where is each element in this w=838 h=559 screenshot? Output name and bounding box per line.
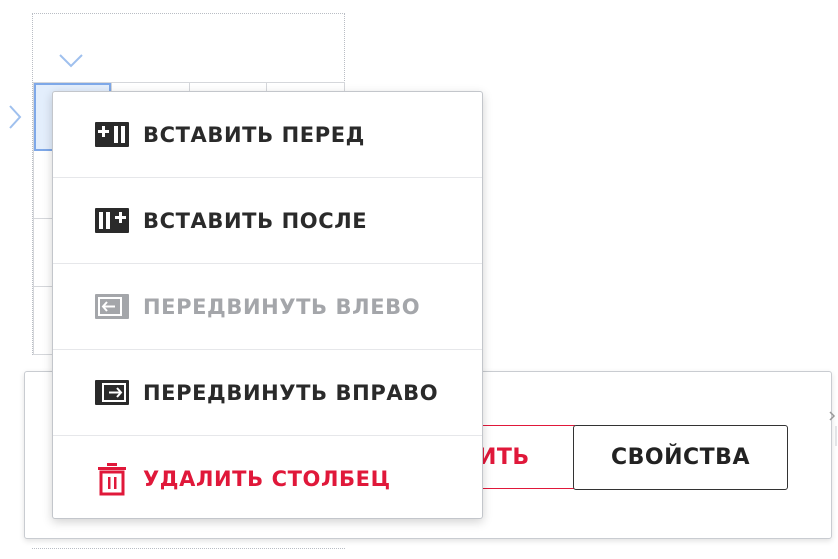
properties-button[interactable]: СВОЙСТВА	[573, 425, 788, 490]
column-context-menu: ВСТАВИТЬ ПЕРЕД ВСТАВИТЬ ПОСЛЕ ПЕРЕДВИНУТ…	[52, 91, 483, 519]
column-handle-chevron-down-icon[interactable]	[58, 53, 84, 69]
trash-icon	[94, 463, 130, 496]
next-block-outline	[32, 548, 345, 559]
menu-item-label: ВСТАВИТЬ ПЕРЕД	[143, 122, 365, 147]
insert-column-after-icon	[94, 206, 130, 236]
move-right-icon	[94, 378, 130, 408]
menu-item-move-left[interactable]: ПЕРЕДВИНУТЬ ВЛЕВО	[53, 264, 482, 350]
insert-column-before-icon	[94, 120, 130, 150]
menu-item-label: ПЕРЕДВИНУТЬ ВЛЕВО	[143, 294, 421, 319]
menu-item-label: ПЕРЕДВИНУТЬ ВПРАВО	[143, 380, 439, 405]
scroll-edge-icon	[829, 411, 837, 446]
menu-item-move-right[interactable]: ПЕРЕДВИНУТЬ ВПРАВО	[53, 350, 482, 436]
menu-item-delete-column[interactable]: УДАЛИТЬ СТОЛБЕЦ	[53, 436, 482, 522]
move-left-icon	[94, 292, 130, 322]
menu-item-label: УДАЛИТЬ СТОЛБЕЦ	[143, 467, 391, 491]
menu-item-label: ВСТАВИТЬ ПОСЛЕ	[143, 208, 368, 233]
menu-item-insert-before[interactable]: ВСТАВИТЬ ПЕРЕД	[53, 92, 482, 178]
row-handle-chevron-right-icon[interactable]	[8, 104, 22, 130]
menu-item-insert-after[interactable]: ВСТАВИТЬ ПОСЛЕ	[53, 178, 482, 264]
